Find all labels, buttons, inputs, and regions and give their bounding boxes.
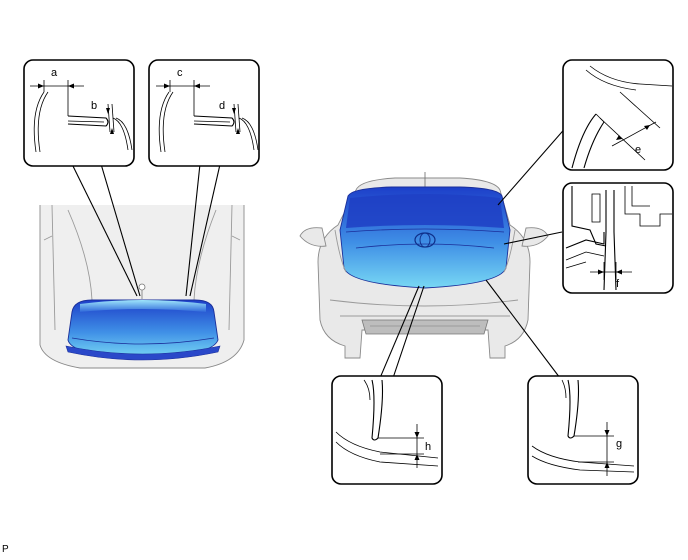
label-b: b bbox=[91, 100, 97, 112]
label-e: e bbox=[635, 144, 641, 156]
label-d: d bbox=[219, 100, 225, 112]
label-a: a bbox=[51, 67, 58, 79]
callout-gap-c-d bbox=[148, 59, 260, 297]
callout-gap-a-b bbox=[23, 59, 141, 297]
callout-gap-g bbox=[485, 279, 639, 485]
label-g: g bbox=[616, 438, 622, 450]
callout-gap-f bbox=[503, 182, 674, 294]
figure-code: P bbox=[2, 544, 9, 555]
label-c: c bbox=[177, 67, 183, 79]
callout-gap-h bbox=[331, 285, 443, 485]
label-f: f bbox=[616, 278, 620, 290]
rear-view-car bbox=[299, 172, 549, 359]
callout-gap-e bbox=[497, 59, 674, 206]
top-view-car bbox=[39, 204, 245, 369]
label-h: h bbox=[425, 441, 431, 453]
